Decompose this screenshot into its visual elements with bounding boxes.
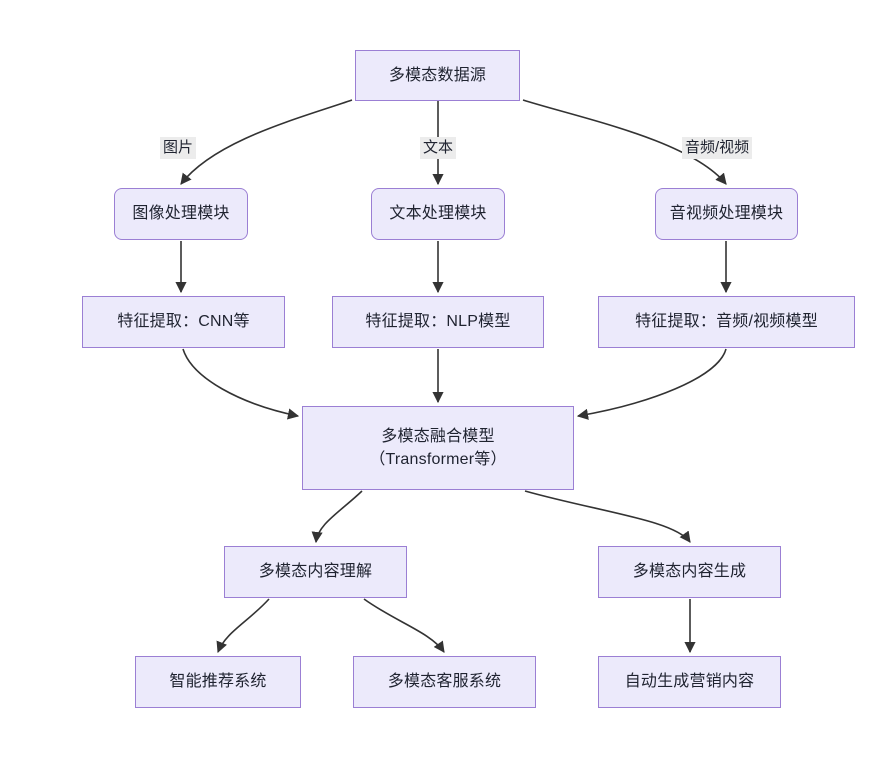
node-multimodal-fusion-model[interactable]: 多模态融合模型 （Transformer等）	[302, 406, 574, 490]
node-label: 自动生成营销内容	[624, 673, 755, 691]
node-label: 多模态数据源	[388, 66, 487, 84]
node-auto-generate-marketing-content[interactable]: 自动生成营销内容	[598, 656, 781, 708]
node-text-processing-module[interactable]: 文本处理模块	[371, 188, 505, 240]
node-label: 多模态客服系统	[387, 673, 502, 691]
edge-fusion-to-generate	[524, 490, 691, 543]
node-label: 特征提取：NLP模型	[365, 313, 511, 331]
node-label: 图像处理模块	[132, 205, 230, 223]
node-label: 音视频处理模块	[669, 205, 784, 223]
edge-label-text: 文本	[420, 137, 457, 159]
edge-label-audio-video: 音频/视频	[682, 137, 753, 159]
node-label: 智能推荐系统	[169, 673, 267, 691]
node-label: 多模态融合模型 （Transformer等）	[369, 427, 507, 468]
edge-avfeat-to-fusion	[576, 348, 727, 420]
node-image-processing-module[interactable]: 图像处理模块	[114, 188, 248, 240]
node-audio-video-processing-module[interactable]: 音视频处理模块	[655, 188, 798, 240]
edge-label-image: 图片	[160, 137, 197, 159]
edge-understand-to-recommend	[216, 598, 270, 654]
edge-understand-to-service	[363, 598, 445, 653]
node-feature-extraction-cnn[interactable]: 特征提取：CNN等	[82, 296, 285, 348]
node-label: 特征提取：CNN等	[117, 313, 250, 331]
edge-source-to-image	[180, 99, 353, 185]
node-label: 多模态内容理解	[258, 563, 373, 581]
node-label: 特征提取：音频/视频模型	[635, 313, 818, 331]
node-label: 多模态内容生成	[632, 563, 747, 581]
edge-fusion-to-understand	[311, 490, 363, 544]
node-feature-extraction-nlp[interactable]: 特征提取：NLP模型	[332, 296, 544, 348]
node-multimodal-data-source[interactable]: 多模态数据源	[355, 50, 520, 101]
node-intelligent-recommendation-system[interactable]: 智能推荐系统	[135, 656, 301, 708]
node-label: 文本处理模块	[389, 205, 487, 223]
node-multimodal-customer-service-system[interactable]: 多模态客服系统	[353, 656, 536, 708]
node-feature-extraction-audio-video[interactable]: 特征提取：音频/视频模型	[598, 296, 855, 348]
edge-cnn-to-fusion	[182, 348, 300, 420]
node-multimodal-content-generation[interactable]: 多模态内容生成	[598, 546, 781, 598]
node-multimodal-content-understanding[interactable]: 多模态内容理解	[224, 546, 407, 598]
